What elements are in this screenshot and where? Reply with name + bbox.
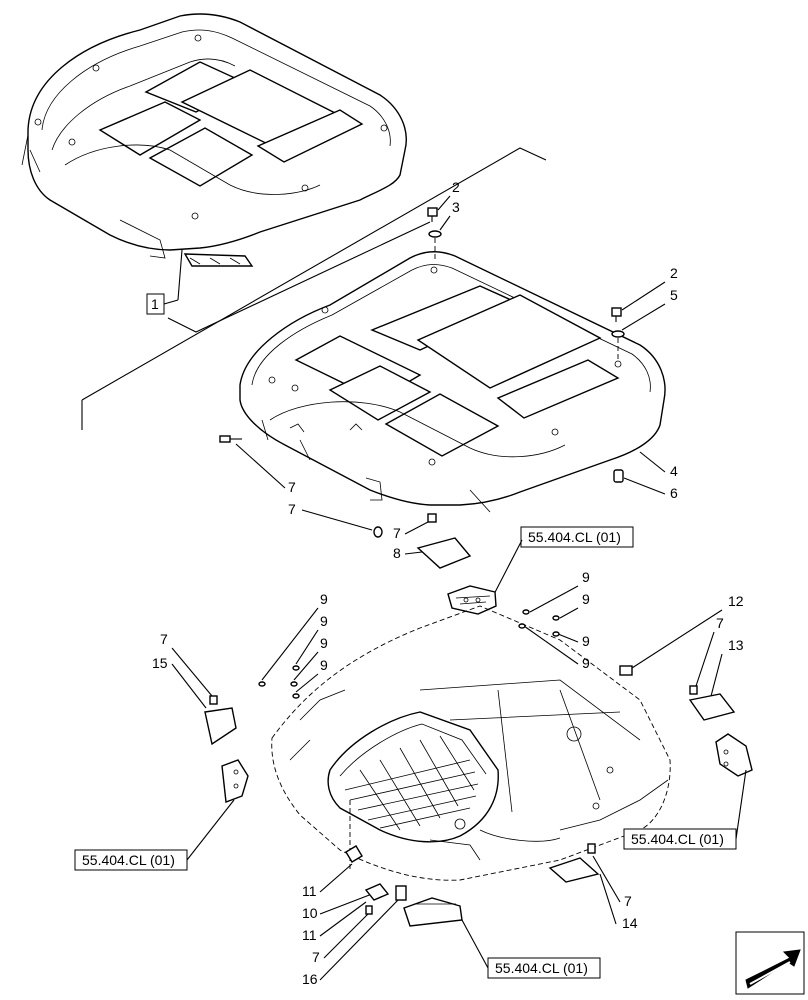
sensor-12 [619, 665, 633, 676]
cover-13 [688, 693, 736, 721]
pin-7-far-left [209, 695, 218, 705]
callout-7-g: 7 [624, 893, 632, 909]
callout-13: 13 [728, 637, 744, 653]
washer-5 [611, 330, 625, 338]
pin-7-mid [373, 526, 383, 538]
bracket-11-top [345, 845, 363, 863]
callout-9-c: 9 [320, 635, 328, 651]
roof-shell-part [239, 251, 666, 513]
callout-9-g: 9 [582, 633, 590, 649]
washer-3 [428, 230, 442, 238]
callout-7-b: 7 [288, 501, 296, 517]
callout-15: 15 [152, 655, 168, 671]
callout-12: 12 [728, 593, 744, 609]
cover-15 [204, 707, 237, 746]
clip-6 [613, 469, 624, 483]
callout-7-a: 7 [288, 479, 296, 495]
callout-7-d: 7 [716, 615, 724, 631]
cover-8 [416, 537, 472, 569]
bracket-10 [364, 883, 390, 901]
reference-box-top[interactable] [520, 526, 634, 548]
callout-11-b: 11 [302, 927, 317, 943]
light-assembly-left [221, 759, 249, 803]
callout-2-a: 2 [452, 179, 460, 195]
callout-14: 14 [622, 915, 638, 931]
bolt-2-right [611, 307, 622, 322]
callout-8: 8 [393, 545, 401, 561]
light-assembly-bottom [403, 897, 463, 927]
callout-9-f: 9 [582, 591, 590, 607]
light-assembly-top [447, 585, 497, 615]
callout-11-a: 11 [302, 883, 317, 899]
callout-16: 16 [302, 971, 318, 987]
callout-2-b: 2 [670, 265, 678, 281]
bolt-2-top [427, 207, 438, 222]
reference-left[interactable]: 55.404.CL (01) [82, 852, 175, 868]
callout-4: 4 [670, 463, 678, 479]
cover-14 [548, 857, 600, 883]
callout-9-d: 9 [320, 657, 328, 673]
pin-7-upper [427, 513, 437, 523]
next-page-arrow-icon[interactable] [735, 931, 805, 995]
connector-16 [395, 885, 407, 901]
callout-3: 3 [452, 199, 460, 215]
callout-10: 10 [302, 905, 318, 921]
callout-9-e: 9 [582, 569, 590, 585]
callout-5: 5 [670, 287, 678, 303]
clips-9 [258, 609, 560, 699]
callout-7-f: 7 [312, 949, 320, 965]
callout-7-e: 7 [160, 631, 168, 647]
callout-9-a: 9 [320, 591, 328, 607]
callout-7-c: 7 [393, 525, 401, 541]
reference-bottom[interactable]: 55.404.CL (01) [495, 960, 588, 976]
pin-7-right [689, 685, 698, 695]
roof-assembly-view [21, 13, 407, 267]
pin-7-lower-right [587, 843, 596, 854]
callout-9-b: 9 [320, 613, 328, 629]
reference-right[interactable]: 55.404.CL (01) [631, 831, 724, 847]
callout-1: 1 [151, 296, 159, 312]
pin-7-left [219, 435, 242, 443]
callout-6: 6 [670, 485, 678, 501]
callout-9-h: 9 [582, 655, 590, 671]
headliner-frame [271, 605, 671, 881]
reference-top[interactable]: 55.404.CL (01) [528, 529, 621, 545]
light-assembly-right [715, 733, 753, 777]
pin-7-bottom [365, 905, 373, 915]
